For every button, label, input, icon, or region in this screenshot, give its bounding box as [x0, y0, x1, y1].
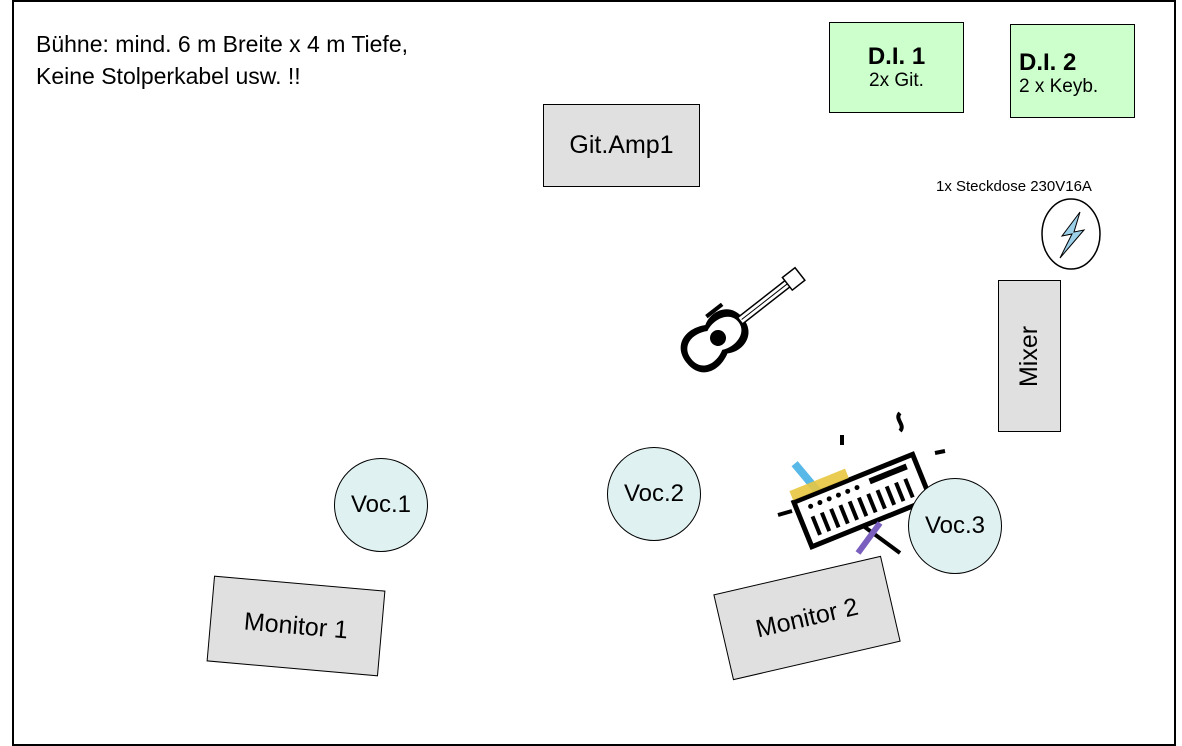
di-2-subtitle: 2 x Keyb.	[1019, 76, 1099, 97]
vocal-mic-1: Voc.1	[334, 458, 428, 552]
acoustic-guitar-icon	[680, 266, 806, 373]
vocal-mic-2-label: Voc.2	[623, 480, 685, 507]
note-line-2: Keine Stolperkabel usw. !!	[36, 63, 301, 89]
vocal-mic-1-label: Voc.1	[350, 491, 412, 518]
di-1-subtitle: 2x Git.	[869, 69, 924, 91]
monitor-1-box: Monitor 1	[206, 575, 386, 677]
vocal-mic-3-label: Voc.3	[924, 512, 986, 539]
power-socket-icon	[1041, 198, 1101, 270]
di-1-title: D.I. 1	[867, 42, 926, 70]
monitor-2-label: Monitor 2	[752, 592, 861, 643]
note-line-1: Bühne: mind. 6 m Breite x 4 m Tiefe,	[36, 31, 408, 57]
vocal-mic-2: Voc.2	[607, 447, 701, 541]
guitar-amp-box: Git.Amp1	[543, 104, 700, 187]
di-box-1: D.I. 1 2x Git.	[829, 22, 964, 113]
stage-requirements-note: Bühne: mind. 6 m Breite x 4 m Tiefe, Kei…	[36, 28, 408, 92]
di-box-2: D.I. 2 2 x Keyb.	[1010, 24, 1135, 118]
di-2-title: D.I. 2	[1019, 49, 1077, 76]
mixer-box: Mixer	[998, 280, 1061, 432]
mixer-label: Mixer	[1015, 325, 1044, 387]
guitar-amp-label: Git.Amp1	[569, 131, 674, 159]
monitor-1-label: Monitor 1	[242, 607, 350, 644]
power-socket-label: 1x Steckdose 230V16A	[936, 178, 1092, 195]
vocal-mic-3: Voc.3	[908, 478, 1002, 574]
keyboard-icon	[777, 411, 946, 555]
